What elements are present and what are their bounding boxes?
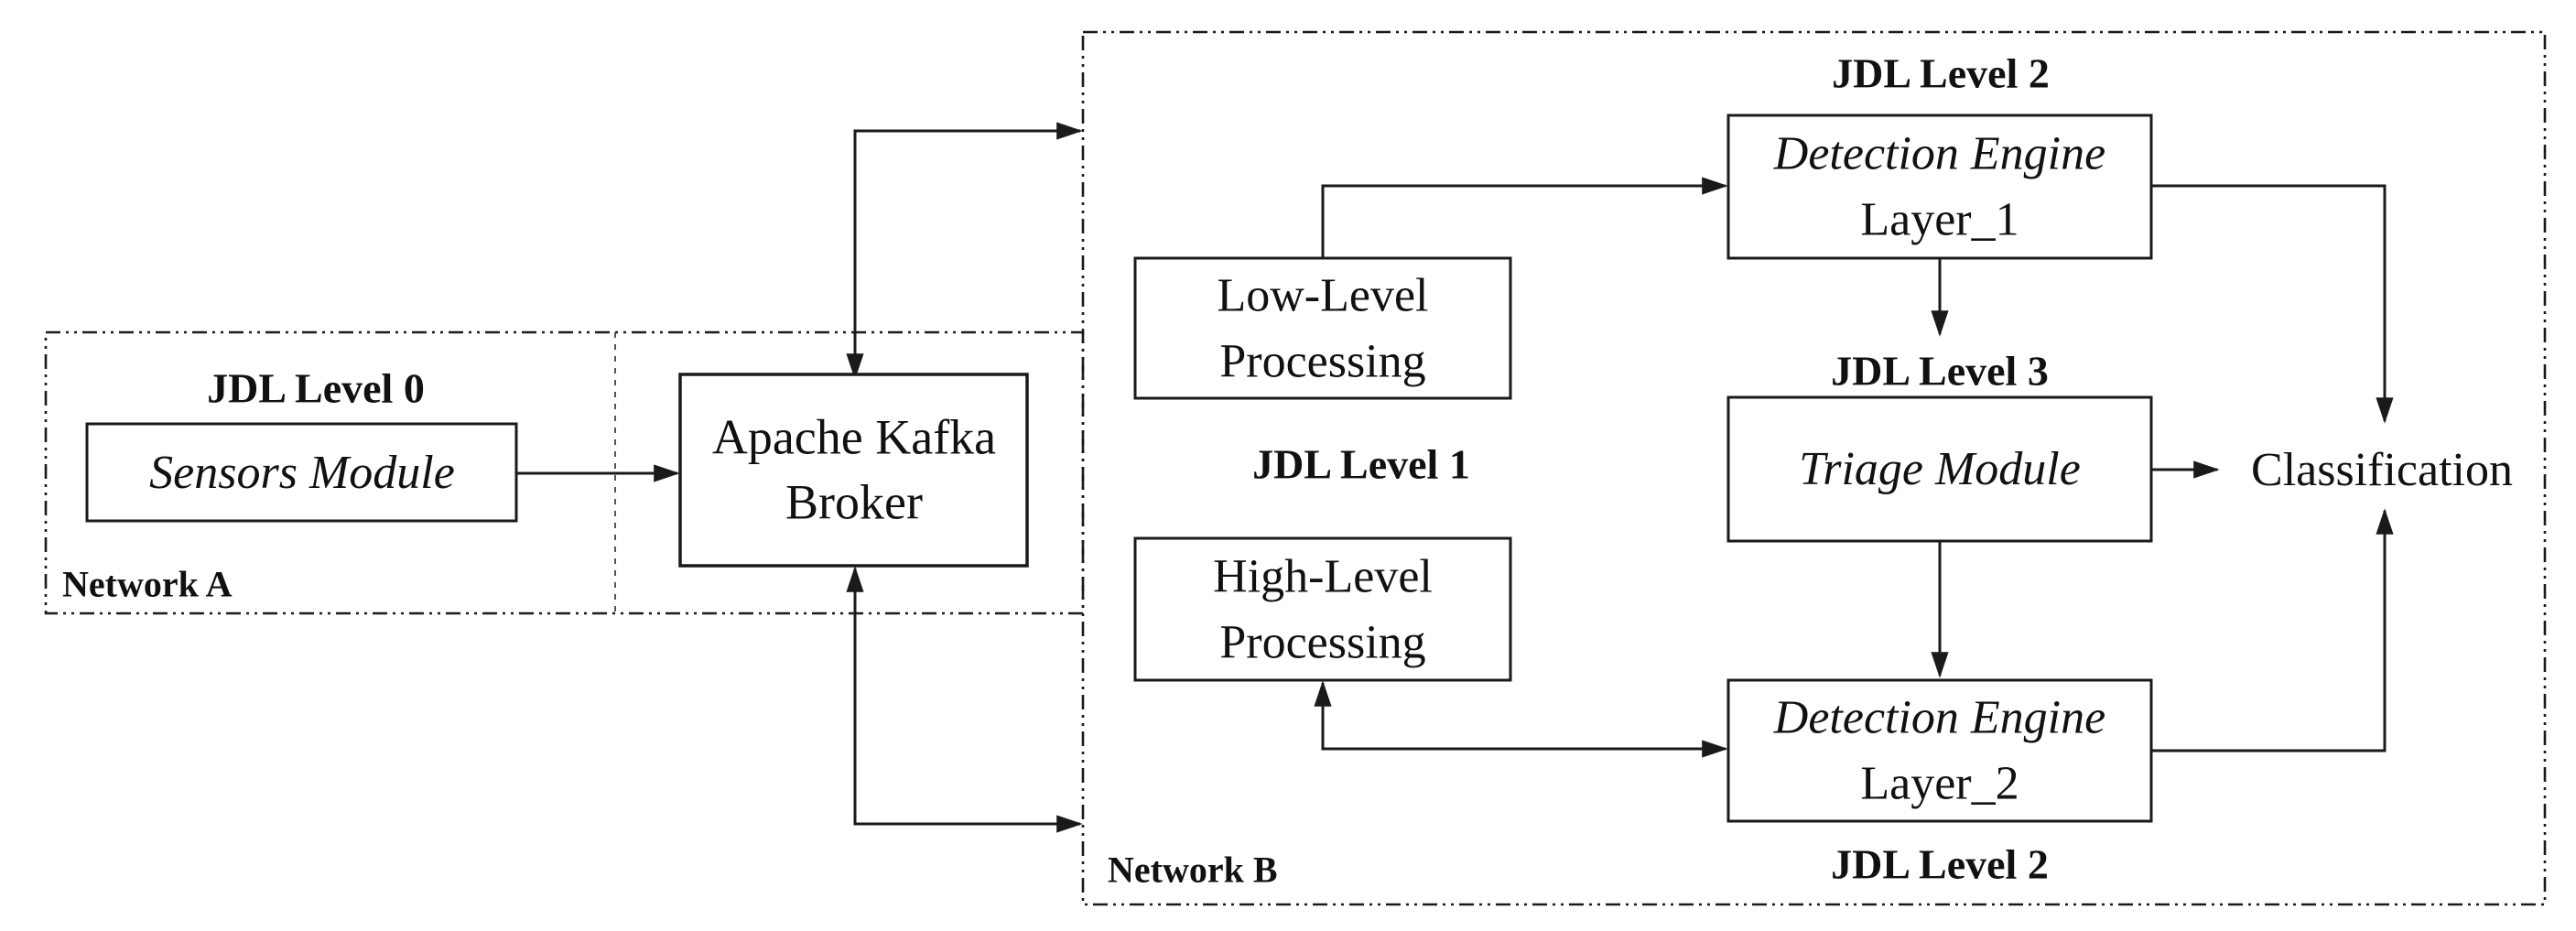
apache-kafka-broker-box [678,373,1029,568]
classification-label: Classification [2251,444,2513,497]
detection-engine-layer2-label: Detection Engine Layer_2 [1773,691,2106,809]
apache-kafka-broker-label: Apache Kafka Broker [711,409,997,530]
network-b-border [1081,30,2547,906]
high-level-processing-label: High-Level Processing [1213,550,1433,668]
arrow-kafka-top-to-network-b [846,122,1083,380]
triage-module-label: Triage Module [1799,443,2081,496]
detection-engine-layer1-box [1726,114,2153,260]
network-a-border [44,330,1085,615]
triage-module-box [1726,395,2153,543]
low-level-processing-label: Low-Level Processing [1217,269,1429,387]
label-jdl-level-0: JDL Level 0 [207,364,425,412]
arrow-lowlevel-to-detection1 [1321,177,1728,258]
label-jdl-level-2-bottom: JDL Level 2 [1831,840,2049,888]
high-level-processing-box [1133,536,1512,682]
sensors-module-label: Sensors Module [149,447,455,500]
detection-engine-layer2-box [1726,678,2153,823]
low-level-processing-box [1133,256,1512,400]
label-jdl-level-2-top: JDL Level 2 [1832,49,2050,97]
label-network-b: Network B [1108,849,1278,891]
detection-engine-layer1-label: Detection Engine Layer_1 [1773,127,2106,245]
arrow-detection1-to-classification [2151,184,2394,424]
sensors-module-box [85,422,518,523]
label-network-a: Network A [62,563,233,605]
label-jdl-level-1: JDL Level 1 [1252,440,1470,488]
label-jdl-level-3: JDL Level 3 [1831,347,2049,395]
arrow-detection2-to-highlevel [1314,680,1728,758]
arrow-kafka-bottom-to-network-b [846,566,1083,833]
arrow-detection2-to-classification [2151,508,2394,752]
